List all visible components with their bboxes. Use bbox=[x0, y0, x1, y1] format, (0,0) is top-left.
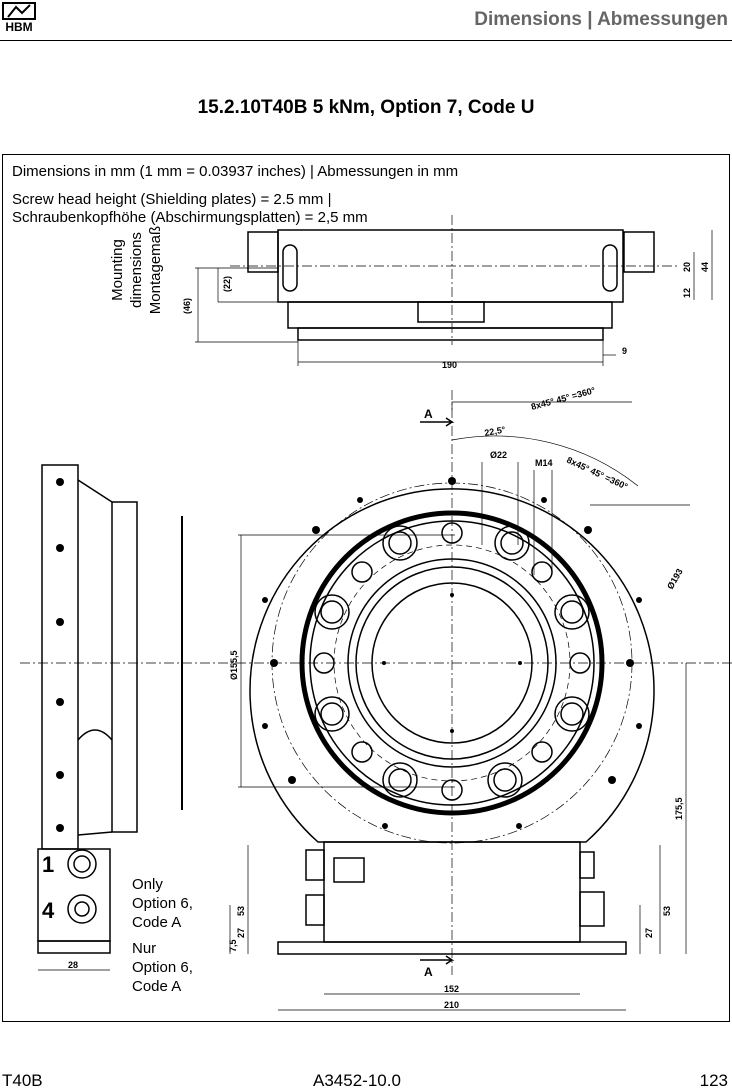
mounting-label-en2: dimensions bbox=[128, 232, 145, 308]
mounting-label-de: Montagemaß bbox=[147, 225, 164, 315]
dim-175-5: 175,5 bbox=[674, 797, 684, 820]
side-view bbox=[20, 464, 732, 971]
dim-190: 190 bbox=[442, 360, 457, 370]
connector-1-label: 1 bbox=[42, 852, 54, 877]
footer-doc-number: A3452-10.0 bbox=[313, 1071, 401, 1090]
dim-53-right: 53 bbox=[662, 906, 672, 916]
section-title: 15.2.10T40B 5 kNm, Option 7, Code U bbox=[0, 97, 732, 119]
option-en-line2: Option 6, bbox=[132, 895, 193, 912]
section-number: 15.2.10 bbox=[197, 97, 261, 118]
dim-210: 210 bbox=[444, 1000, 459, 1010]
side-view-holes bbox=[56, 478, 64, 832]
screw-note-line2: Schraubenkopfhöhe (Abschirmungsplatten) … bbox=[12, 209, 368, 226]
header-rule bbox=[0, 40, 732, 41]
angle-label-1: 8x45° 45° =360° bbox=[530, 385, 597, 412]
option-label-en: Only Option 6, Code A bbox=[132, 875, 193, 932]
outer-holes bbox=[262, 477, 642, 829]
section-heading: T40B 5 kNm, Option 7, Code U bbox=[260, 97, 535, 118]
dim-193: Ø193 bbox=[665, 567, 685, 591]
dim-53-left: 53 bbox=[236, 906, 246, 916]
dim-7-5: 7,5 bbox=[228, 939, 238, 952]
bolt-holes bbox=[313, 522, 591, 801]
angle-label-2: 22,5° bbox=[484, 424, 507, 438]
section-a-top: A bbox=[424, 407, 433, 421]
logo-text: HBM bbox=[5, 20, 32, 32]
option-en-line3: Code A bbox=[132, 914, 182, 931]
dim-28: 28 bbox=[68, 960, 78, 970]
dim-155-5: Ø155,5 bbox=[229, 650, 239, 680]
hbm-logo: HBM bbox=[2, 2, 36, 32]
screw-note-line1: Screw head height (Shielding plates) = 2… bbox=[12, 191, 332, 208]
dim-46: (46) bbox=[182, 298, 192, 314]
option-en-line1: Only bbox=[132, 876, 163, 893]
header-title: Dimensions | Abmessungen bbox=[474, 9, 728, 30]
footer-product: T40B bbox=[2, 1071, 43, 1090]
option-de-line2: Option 6, bbox=[132, 959, 193, 976]
dim-27-left: 27 bbox=[236, 928, 246, 938]
dim-152: 152 bbox=[444, 984, 459, 994]
dim-44: 44 bbox=[700, 262, 710, 272]
connector-4-label: 4 bbox=[42, 898, 55, 923]
dim-m14: M14 bbox=[535, 458, 553, 468]
option-de-line3: Code A bbox=[132, 978, 182, 995]
top-view bbox=[195, 215, 713, 366]
mounting-label-en1: Mounting bbox=[109, 239, 126, 301]
dim-22: (22) bbox=[222, 276, 232, 292]
section-a-bottom: A bbox=[424, 965, 433, 979]
mounting-dimensions-label: Mounting dimensions Montagemaß bbox=[108, 195, 165, 345]
drawing-frame bbox=[2, 154, 730, 1022]
units-note: Dimensions in mm (1 mm = 0.03937 inches)… bbox=[12, 163, 459, 180]
dim-12: 12 bbox=[682, 288, 692, 298]
dim-20: 20 bbox=[682, 262, 692, 272]
dim-27-right: 27 bbox=[644, 928, 654, 938]
option-label-de: Nur Option 6, Code A bbox=[132, 939, 193, 996]
dim-9: 9 bbox=[622, 346, 627, 356]
footer-page-number: 123 bbox=[699, 1071, 728, 1090]
option-de-line1: Nur bbox=[132, 940, 157, 957]
dim-22-diameter: Ø22 bbox=[490, 450, 507, 460]
